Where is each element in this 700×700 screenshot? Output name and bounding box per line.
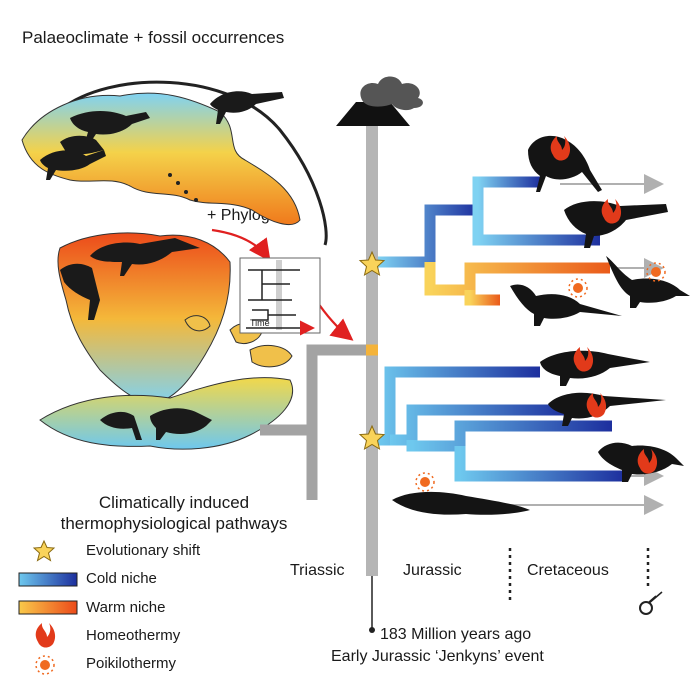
phylogeny-axis-label: Time <box>250 318 270 328</box>
flame-icon <box>550 136 571 161</box>
upper-cold-mid <box>472 210 600 246</box>
figure-title: Palaeoclimate + fossil occurrences <box>22 28 285 47</box>
period-jurassic: Jurassic <box>403 562 462 579</box>
legend-label-cold: Cold niche <box>86 570 157 587</box>
lower-cold-branch-3 <box>406 420 612 452</box>
volcano-icon <box>336 76 423 126</box>
legend-warm-bar <box>18 600 78 615</box>
lower-cold-branch-4 <box>454 446 624 482</box>
legend-icons <box>18 539 78 675</box>
upper-cold-top <box>472 176 540 210</box>
sun-dot-icons-tree <box>415 262 666 492</box>
ornithopod-silhouette <box>548 392 666 426</box>
phylogenetic-tree <box>260 174 664 515</box>
dotted-path <box>168 173 198 202</box>
globe-outline <box>59 80 328 246</box>
asteroid-icon <box>639 591 663 615</box>
legend-title-line2: thermophysiological pathways <box>60 514 288 533</box>
flame-icon <box>586 393 607 418</box>
evolutionary-shift-stars <box>358 250 386 451</box>
arrow-to-phylogeny <box>211 228 271 262</box>
dinosaur-silhouettes-map <box>40 91 284 440</box>
bird-silhouette <box>528 135 602 192</box>
arrow-to-tree <box>315 299 354 341</box>
sun-dot-icon <box>646 262 666 282</box>
root-branch <box>260 344 366 436</box>
southern-landmass <box>57 232 231 406</box>
theropod-silhouette <box>564 201 668 248</box>
sun-dot-icon <box>568 278 588 298</box>
palaeo-globe-map <box>21 80 328 450</box>
upper-warm-low <box>464 290 500 306</box>
legend-star-icon <box>32 539 56 562</box>
star-icon <box>358 424 386 451</box>
upper-cold-branch <box>378 204 478 268</box>
lower-cold-branch-2 <box>390 404 570 446</box>
legend-title: Climatically induced thermophysiological… <box>44 492 304 534</box>
event-name: Early Jurassic ‘Jenkyns’ event <box>331 648 544 665</box>
event-marker-dot <box>369 627 375 633</box>
legend-label-homeothermy: Homeothermy <box>86 627 181 644</box>
period-dividers <box>508 548 650 600</box>
period-cretaceous: Cretaceous <box>527 562 609 579</box>
legend-label-shift: Evolutionary shift <box>86 542 201 559</box>
flame-icon <box>601 199 622 224</box>
ankylosaur-silhouette <box>540 350 650 386</box>
legend-cold-bar <box>18 572 78 587</box>
legend-label-poikilothermy: Poikilothermy <box>86 655 177 672</box>
flame-icon <box>637 449 658 474</box>
sauropod-silhouette-2 <box>510 284 622 326</box>
legend-label-warm: Warm niche <box>86 599 166 616</box>
phylogeny-thumbnail <box>239 257 321 336</box>
flame-icon <box>573 347 594 372</box>
period-triassic: Triassic <box>290 562 345 579</box>
lower-cold-stem <box>378 366 540 446</box>
crocodile-silhouette <box>392 491 530 515</box>
legend-flame-icon <box>35 623 56 648</box>
flame-icons-tree <box>550 136 658 474</box>
star-icon <box>358 250 386 277</box>
legend-title-line1: Climatically induced <box>98 493 250 512</box>
sun-dot-icon <box>415 472 435 492</box>
legend-sun-dot-icon <box>35 655 55 675</box>
event-date: 183 Million years ago <box>380 626 532 643</box>
sauropod-silhouette-1 <box>606 256 690 308</box>
